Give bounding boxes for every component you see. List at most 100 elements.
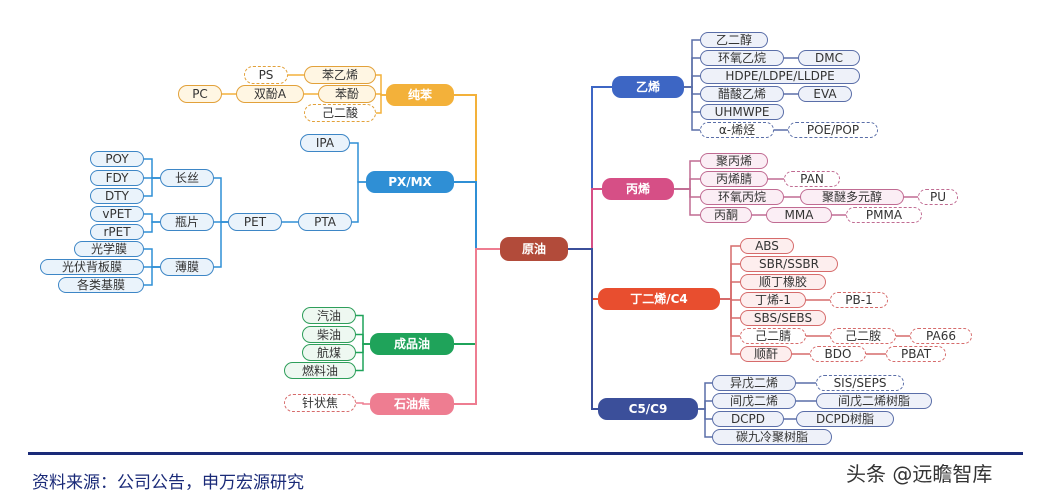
node-pb1: PB-1 [830, 292, 888, 308]
node-cusuan: 醋酸乙烯 [700, 86, 784, 102]
node-poy: POY [90, 151, 144, 167]
node-yiwu: 异戊二烯 [712, 375, 796, 391]
connector [214, 221, 228, 268]
connector [568, 248, 598, 410]
connector [674, 160, 700, 190]
connector [144, 221, 160, 233]
node-huanyang: 环氧乙烷 [700, 50, 784, 66]
node-fdy: FDY [90, 170, 144, 186]
node-shunganhydride: 顺酐 [740, 346, 792, 362]
node-jiera: 己二胺 [830, 328, 896, 344]
node-pu: PU [918, 189, 958, 205]
branch-pxmx: PX/MX [366, 171, 454, 193]
node-rpet: rPET [90, 224, 144, 240]
node-shunding: 顺丁橡胶 [740, 274, 826, 290]
node-uhmwpe: UHMWPE [700, 104, 784, 120]
node-vpet: vPET [90, 206, 144, 222]
node-ps: PS [244, 66, 288, 84]
node-pc: PC [178, 85, 222, 103]
node-benyixi: 苯乙烯 [304, 66, 376, 84]
node-bdo: BDO [810, 346, 866, 362]
branch-dingerxi: 丁二烯/C4 [598, 288, 720, 310]
node-bingtong: 丙酮 [700, 207, 752, 223]
node-qiyou: 汽油 [302, 307, 356, 324]
connector [350, 142, 366, 183]
connector [376, 74, 386, 96]
connector [376, 94, 386, 114]
node-benfen: 苯酚 [318, 85, 376, 103]
connector [214, 177, 228, 223]
node-pet: PET [228, 213, 282, 231]
connector [356, 402, 370, 405]
watermark: 头条 @远瞻智库 [846, 462, 993, 486]
node-sbs: SBS/SEBS [740, 310, 826, 326]
connector [698, 400, 712, 410]
node-hangmei: 航煤 [302, 344, 356, 361]
connector [568, 86, 612, 250]
node-jumi: 聚醚多元醇 [800, 189, 904, 205]
connector [674, 188, 700, 216]
connector [352, 181, 366, 223]
connector [684, 86, 700, 131]
root-node: 原油 [500, 237, 568, 261]
connector [720, 298, 740, 319]
branch-c5c9: C5/C9 [598, 398, 698, 420]
node-jiersuan: 己二酸 [304, 104, 376, 122]
node-yierchun: 乙二醇 [700, 32, 768, 48]
connector [144, 158, 160, 179]
branch-bingxi: 丙烯 [602, 178, 674, 200]
node-changsi: 长丝 [160, 169, 214, 187]
node-jianwu: 间戊二烯 [712, 393, 796, 409]
node-zhenzhuang: 针状焦 [284, 394, 356, 412]
connector [568, 248, 598, 300]
node-pbat: PBAT [886, 346, 946, 362]
branch-yixi: 乙烯 [612, 76, 684, 98]
connector [568, 188, 602, 250]
node-shuangfen: 双酚A [236, 85, 304, 103]
node-pa66: PA66 [910, 328, 972, 344]
node-jianwushuzhi: 间戊二烯树脂 [816, 393, 932, 409]
node-alpha: α-烯烃 [700, 122, 774, 138]
node-bingxijing: 丙烯腈 [700, 171, 768, 187]
connector [144, 248, 160, 268]
connector [720, 281, 740, 300]
source-note: 资料来源：公司公告，申万宏源研究 [32, 473, 304, 493]
connector [356, 343, 370, 372]
node-ranliao: 燃料油 [284, 362, 356, 379]
node-poe: POE/POP [788, 122, 878, 138]
node-guangxue: 光学膜 [74, 241, 144, 257]
node-dcpd: DCPD [712, 411, 784, 427]
branch-chunben: 纯苯 [386, 84, 454, 106]
connector [144, 213, 160, 223]
connector [454, 181, 500, 250]
connector [674, 188, 700, 198]
node-sis: SIS/SEPS [816, 375, 904, 391]
node-tanjiu: 碳九冷聚树脂 [712, 429, 832, 445]
node-dingxi1: 丁烯-1 [740, 292, 806, 308]
connector [684, 75, 700, 88]
connector [144, 266, 160, 286]
branch-shiyoujiao: 石油焦 [370, 393, 454, 415]
connector [144, 177, 160, 197]
node-abs: ABS [740, 238, 794, 254]
node-hdpe: HDPE/LDPE/LLDPE [700, 68, 860, 84]
node-pmma: PMMA [846, 207, 922, 223]
node-jierjing: 己二腈 [740, 328, 806, 344]
node-dcpdshuzhi: DCPD树脂 [796, 411, 894, 427]
node-pta: PTA [298, 213, 352, 231]
connector [356, 333, 370, 345]
node-bomo: 薄膜 [160, 258, 214, 276]
node-mma: MMA [766, 207, 832, 223]
node-eva: EVA [798, 86, 852, 102]
node-guangfu: 光伏背板膜 [40, 259, 144, 275]
node-jubingxi: 聚丙烯 [700, 153, 768, 169]
connector [454, 248, 500, 405]
node-ipa: IPA [300, 134, 350, 152]
connector [720, 245, 740, 300]
connector [674, 178, 700, 190]
node-chaiyou: 柴油 [302, 326, 356, 343]
node-pan: PAN [784, 171, 840, 187]
footer-divider [28, 452, 1023, 455]
